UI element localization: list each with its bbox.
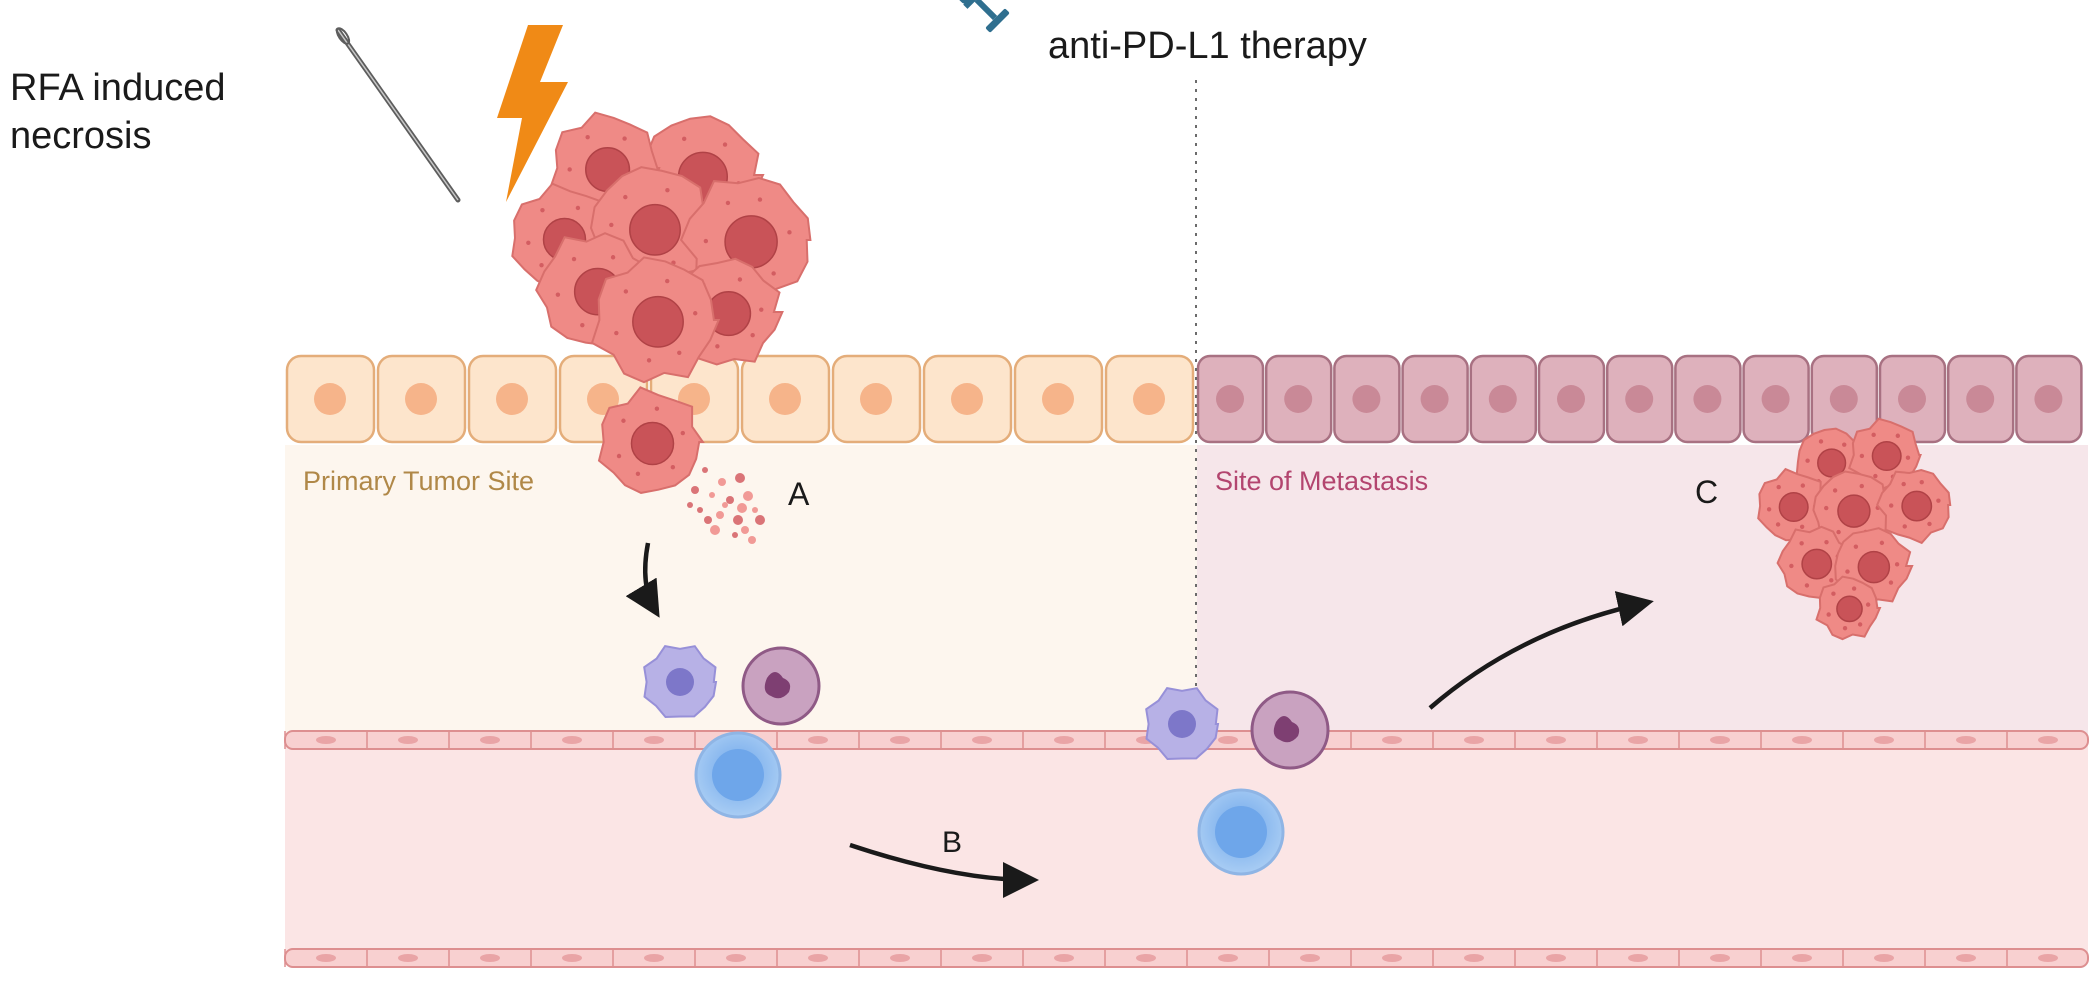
endothelial-nucleus <box>1054 736 1074 744</box>
epithelial-cell <box>1742 354 1810 444</box>
endothelial-nucleus <box>972 736 992 744</box>
endothelial-nucleus <box>2038 736 2058 744</box>
necrotic-debris <box>687 467 765 544</box>
endothelial-nucleus <box>1792 954 1812 962</box>
rfa-label-line1: RFA induced <box>10 67 225 109</box>
endothelial-nucleus <box>890 954 910 962</box>
immune-cells <box>643 644 1330 876</box>
endothelial-nucleus <box>1628 736 1648 744</box>
epithelial-cell <box>467 354 558 444</box>
epithelial-cell <box>1196 354 1265 444</box>
endothelial-nucleus <box>1546 736 1566 744</box>
tumor-cell <box>1815 575 1882 641</box>
neutrophil <box>741 646 821 726</box>
epithelial-cell <box>1013 354 1104 444</box>
endothelial-nucleus <box>1792 736 1812 744</box>
step-c-label: C <box>1695 474 1718 510</box>
endothelial-nucleus <box>1464 736 1484 744</box>
endothelial-nucleus <box>480 954 500 962</box>
epithelial-cell <box>922 354 1013 444</box>
epithelial-cell <box>1946 354 2015 444</box>
endothelial-nucleus <box>316 954 336 962</box>
arrow-to-immune <box>625 542 660 618</box>
epithelial-cell <box>1674 354 1742 444</box>
endothelial-nucleus <box>1464 954 1484 962</box>
epithelial-cell <box>1605 354 1674 444</box>
epithelial-cell <box>1104 354 1195 444</box>
rfa-label-line2: necrosis <box>10 115 152 157</box>
lightning-icon <box>497 25 568 202</box>
primary-tumor-cluster <box>511 111 812 494</box>
tumor-cell <box>590 256 721 384</box>
metastasis-site-label: Site of Metastasis <box>1215 466 1428 496</box>
endothelial-nucleus <box>1300 954 1320 962</box>
primary-site-label: Primary Tumor Site <box>303 466 534 496</box>
endothelial-nucleus <box>726 954 746 962</box>
endothelial-nucleus <box>562 736 582 744</box>
tumor-cell <box>597 386 705 494</box>
endothelial-nucleus <box>2038 954 2058 962</box>
tumor-cell <box>1776 525 1853 600</box>
endothelial-nucleus <box>1218 954 1238 962</box>
endothelial-nucleus <box>1956 954 1976 962</box>
primary-epithelium <box>285 354 1195 444</box>
epithelial-cell <box>376 354 467 444</box>
epithelial-cell <box>1469 354 1538 444</box>
endothelial-nucleus <box>1546 954 1566 962</box>
primary-tissue-background <box>285 445 1197 735</box>
blood-vessel <box>285 738 2088 963</box>
endothelial-nucleus <box>1054 954 1074 962</box>
endothelial-nucleus <box>1382 736 1402 744</box>
metastatic-tumor-cluster <box>1757 417 1952 641</box>
step-a-label: A <box>788 476 810 512</box>
endothelial-nucleus <box>1710 736 1730 744</box>
endothelial-nucleus <box>316 736 336 744</box>
epithelial-cell <box>831 354 922 444</box>
endothelial-nucleus <box>480 736 500 744</box>
epithelial-cell <box>1810 354 1879 444</box>
t-cell <box>1197 788 1285 876</box>
endothelial-nucleus <box>1956 736 1976 744</box>
epithelial-cell <box>1537 354 1606 444</box>
arrow-c-to-metastasis <box>1428 591 1654 710</box>
epithelial-cell <box>2015 354 2083 444</box>
endothelial-nucleus <box>398 736 418 744</box>
arrow-b-circulation <box>849 842 1039 898</box>
t-cell <box>694 731 782 819</box>
vessel-wall-bottom <box>284 948 2089 968</box>
endothelial-nucleus <box>1218 736 1238 744</box>
endothelial-nucleus <box>1136 954 1156 962</box>
endothelial-nucleus <box>1382 954 1402 962</box>
epithelial-cell <box>1401 354 1469 444</box>
neutrophil <box>1250 690 1330 770</box>
endothelial-nucleus <box>644 736 664 744</box>
endothelial-nucleus <box>1874 736 1894 744</box>
tumor-cell <box>1876 468 1952 545</box>
tumor-cell <box>1757 467 1831 542</box>
therapy-label: anti-PD-L1 therapy <box>1048 25 1367 67</box>
endothelial-nucleus <box>972 954 992 962</box>
dendritic-cell <box>643 644 718 719</box>
endothelial-nucleus <box>1628 954 1648 962</box>
metastasis-epithelium <box>1196 354 2083 444</box>
needle-icon <box>335 27 461 203</box>
dendritic-cell <box>1145 686 1220 761</box>
endothelial-nucleus <box>562 954 582 962</box>
epithelial-cell <box>1264 354 1333 444</box>
endothelial-nucleus <box>890 736 910 744</box>
epithelial-cell <box>285 354 376 444</box>
endothelial-nucleus <box>1710 954 1730 962</box>
endothelial-nucleus <box>808 736 828 744</box>
endothelial-nucleus <box>398 954 418 962</box>
epithelial-cell <box>1333 354 1401 444</box>
endothelial-nucleus <box>808 954 828 962</box>
step-b-label: B <box>942 826 962 859</box>
epithelial-cell <box>740 354 831 444</box>
endothelial-nucleus <box>1874 954 1894 962</box>
endothelial-nucleus <box>644 954 664 962</box>
syringe-icon <box>903 0 1010 33</box>
